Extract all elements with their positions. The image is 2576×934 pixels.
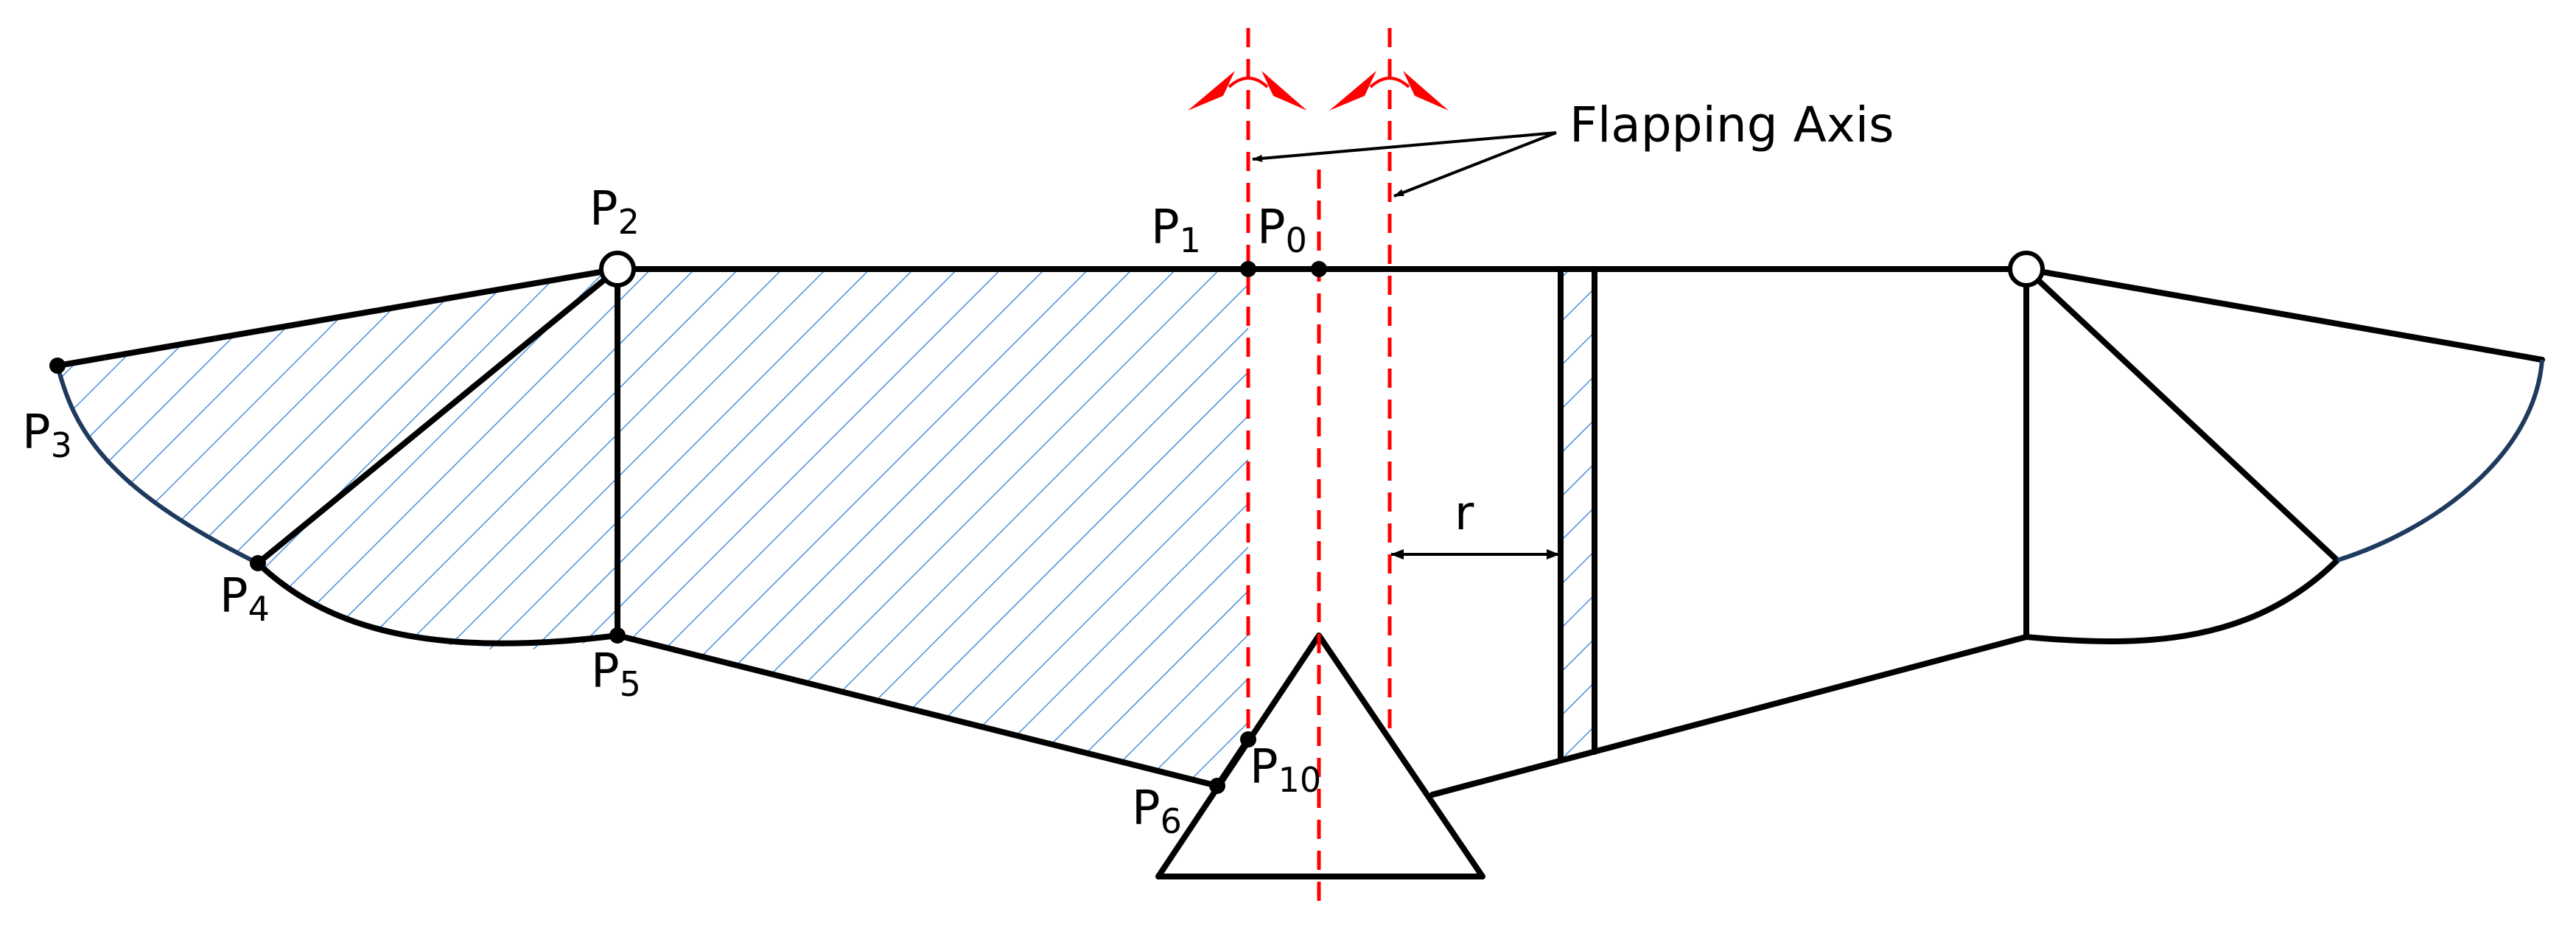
flapping-axis-label: Flapping Axis bbox=[1569, 97, 1894, 153]
joint-p2 bbox=[599, 251, 636, 287]
point-label-p6: P6 bbox=[1132, 781, 1182, 841]
point-p10-dot bbox=[1240, 731, 1256, 747]
point-p0-dot bbox=[1311, 261, 1327, 277]
point-p1-dot bbox=[1240, 261, 1256, 277]
point-label-p1: P1 bbox=[1151, 201, 1201, 260]
hatched-wing-membrane-outer bbox=[57, 269, 617, 650]
wing-body-connectors bbox=[1214, 736, 1477, 798]
rotation-arrow-left-icon bbox=[1188, 71, 1307, 111]
point-p4-dot bbox=[250, 555, 266, 571]
point-p6-dot bbox=[1209, 778, 1225, 794]
joint-right-hinge bbox=[2008, 251, 2045, 287]
point-label-p0: P0 bbox=[1257, 201, 1307, 260]
hatched-wing-membrane-inner bbox=[617, 269, 1248, 786]
point-label-p2: P2 bbox=[589, 182, 640, 242]
flapping-axis-leaders bbox=[1252, 131, 1557, 198]
rotation-arrow-right-icon bbox=[1329, 71, 1449, 111]
left-wing-trailing-membrane-edge bbox=[55, 365, 259, 565]
point-label-p10: P10 bbox=[1250, 740, 1321, 800]
right-wing-trailing-membrane-edge bbox=[2337, 359, 2544, 562]
point-label-p4: P4 bbox=[220, 569, 270, 629]
hatched-strip bbox=[1561, 271, 1595, 759]
right-wing-structure bbox=[1429, 266, 2545, 798]
point-p5-dot bbox=[609, 627, 626, 644]
point-p3-dot bbox=[49, 358, 66, 374]
point-label-p3: P3 bbox=[22, 405, 72, 465]
left-wing-structure bbox=[55, 266, 2029, 789]
r-dimension-label: r bbox=[1455, 487, 1474, 541]
point-label-p5: P5 bbox=[591, 644, 641, 704]
